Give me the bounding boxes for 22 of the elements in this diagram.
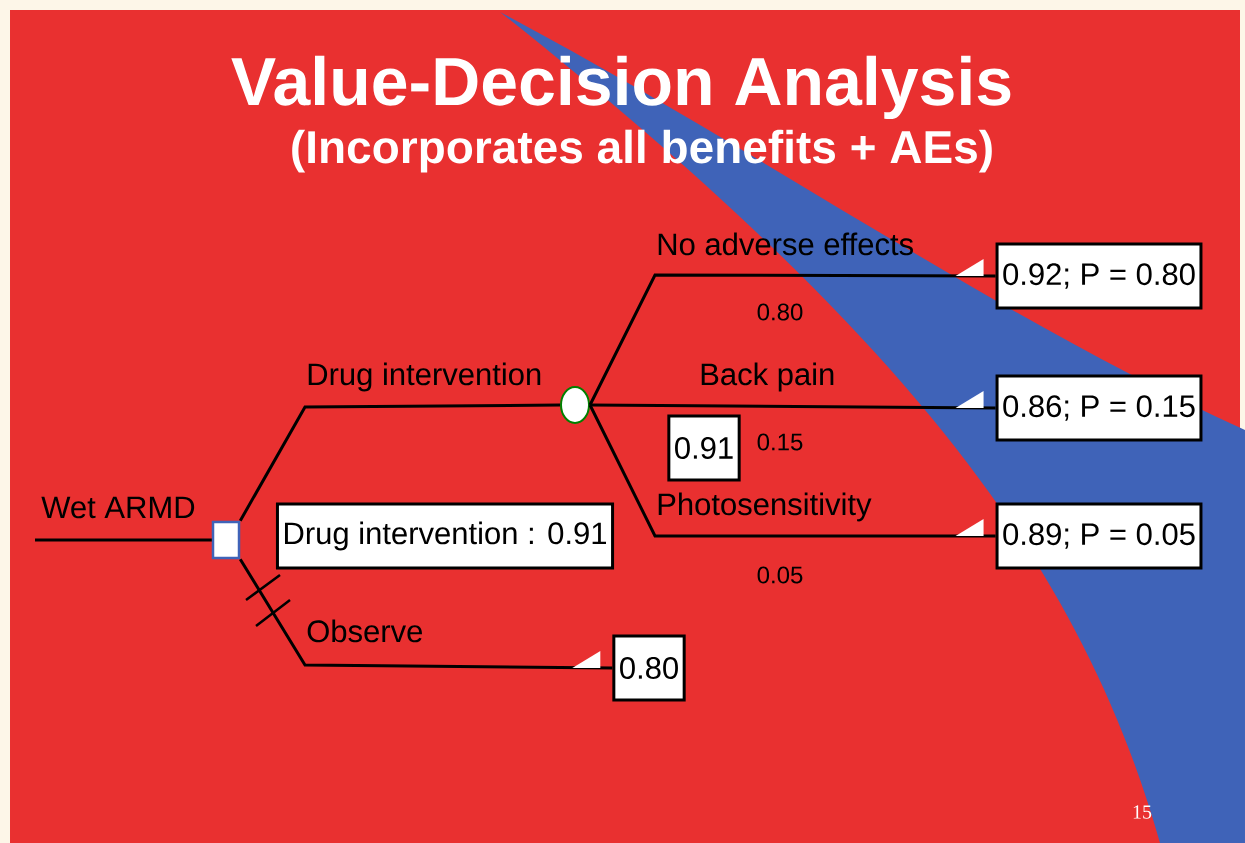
chance-node bbox=[560, 386, 590, 424]
value-box: 0.80 bbox=[612, 634, 686, 702]
branch-line bbox=[590, 403, 996, 410]
value-box: 0.92; P = 0.80 bbox=[995, 242, 1203, 310]
page-number: 15 bbox=[1133, 805, 1152, 819]
branch-label: Observe bbox=[307, 619, 422, 643]
probability-label: 0.80 bbox=[757, 303, 803, 321]
decision-node bbox=[211, 520, 241, 560]
branch-line bbox=[238, 403, 561, 522]
branch-line bbox=[35, 538, 212, 542]
branch-label: Photosensitivity bbox=[658, 492, 872, 522]
probability-label: 0.05 bbox=[757, 566, 803, 584]
branch-line bbox=[239, 558, 613, 670]
value-box: 0.89; P = 0.05 bbox=[995, 502, 1203, 570]
branch-label: Wet ARMD bbox=[41, 496, 195, 519]
value-box: 0.91 bbox=[667, 414, 741, 482]
branch-label: Back pain bbox=[701, 362, 834, 392]
value-box: 0.86; P = 0.15 bbox=[995, 374, 1203, 442]
value-box: Drug intervention : 0.91 bbox=[275, 502, 615, 570]
branch-line bbox=[588, 404, 996, 538]
branch-label: Drug intervention bbox=[308, 362, 541, 392]
branch-line bbox=[588, 273, 996, 406]
